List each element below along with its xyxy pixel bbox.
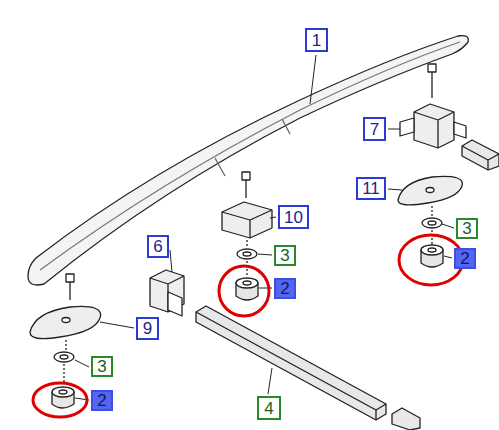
callout-number: 1: [305, 28, 328, 52]
callout-number: 9: [136, 317, 159, 340]
callout-number: 2: [274, 278, 296, 299]
callout-number: 2: [454, 248, 476, 269]
callout-number: 10: [278, 205, 309, 229]
callout-number: 7: [363, 117, 386, 141]
callout-number: 2: [91, 390, 113, 411]
callout-number: 3: [91, 356, 113, 377]
callout-number: 3: [456, 218, 478, 239]
callout-number: 6: [147, 235, 169, 258]
callout-number: 11: [356, 177, 386, 200]
callout-number: 3: [274, 245, 296, 266]
callout-number: 4: [257, 396, 281, 420]
